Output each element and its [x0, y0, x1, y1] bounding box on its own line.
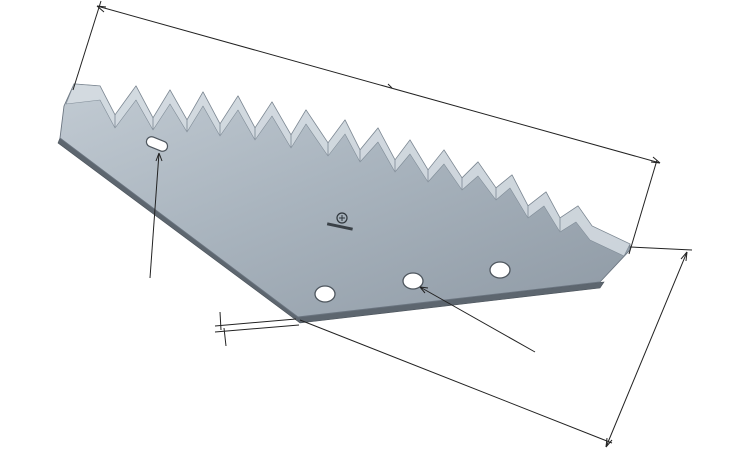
length-dimension-line [96, 5, 661, 164]
mounting-hole-right [489, 261, 511, 279]
height-extension-top [629, 246, 693, 251]
slot-leader [149, 152, 160, 279]
hole-leader-arrow [419, 286, 429, 294]
length-arrow-left [96, 5, 107, 13]
dimension-lines [72, 0, 693, 448]
serration-bevel [65, 83, 631, 257]
logo-emblem-icon [326, 212, 353, 231]
height-arrow-top [680, 251, 688, 262]
mounting-hole-center [402, 272, 424, 290]
height-dimension-line [605, 251, 688, 448]
thickness-tick-b [223, 327, 227, 347]
length-arrow-right [650, 156, 661, 164]
mounting-hole-left [314, 285, 336, 303]
hole-leader [419, 286, 536, 353]
tooth-shading [114, 115, 561, 232]
height-arrow-bottom [605, 437, 613, 448]
thickness-line-a [214, 318, 297, 327]
thickness-tick-a [219, 311, 222, 331]
slot-leader-arrow [155, 152, 163, 162]
length-extension-left [72, 0, 102, 91]
length-extension-right [628, 159, 658, 255]
mounting-slot [145, 136, 169, 152]
thickness-line-b [214, 324, 300, 333]
top-dimension-tick [387, 83, 393, 89]
height-extension-bottom [299, 319, 613, 444]
